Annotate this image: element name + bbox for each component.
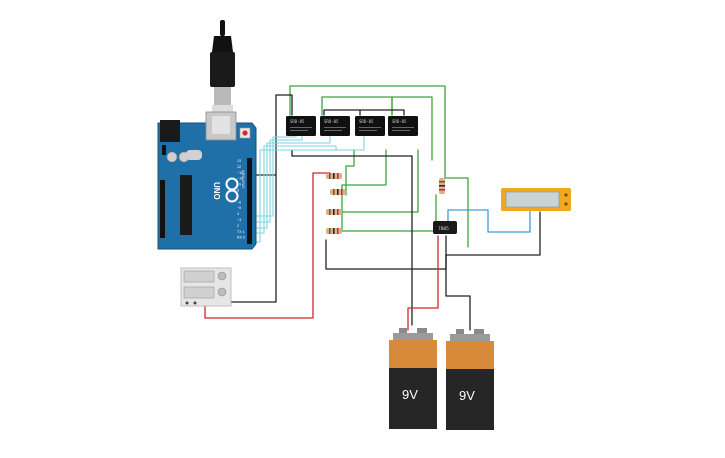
- wire-black[interactable]: [325, 239, 447, 270]
- lcd-display[interactable]: [501, 188, 571, 211]
- resistor[interactable]: [326, 173, 342, 179]
- switch-module[interactable]: [180, 267, 232, 307]
- atmega-chip-icon: [180, 175, 192, 235]
- wire-green[interactable]: [341, 149, 419, 231]
- pin-label: 4: [237, 212, 239, 216]
- wire-green[interactable]: [289, 85, 469, 248]
- wire-red[interactable]: [204, 172, 331, 319]
- resistor[interactable]: [439, 178, 445, 194]
- voltage-regulator[interactable]: 7805: [433, 221, 457, 234]
- battery-voltage-label: 9V: [402, 387, 418, 402]
- resistor[interactable]: [326, 209, 342, 215]
- wire-green[interactable]: [321, 96, 393, 116]
- wire-black[interactable]: [445, 235, 471, 331]
- pin-label: TX 1: [237, 230, 245, 234]
- relay-label: SRD-05: [359, 119, 374, 124]
- relay-module[interactable]: SRD-05: [355, 116, 385, 136]
- pin-label: ~11: [237, 171, 243, 175]
- pin-label: 2: [237, 224, 239, 228]
- wire-cyan[interactable]: [255, 129, 365, 243]
- wire-green[interactable]: [345, 149, 355, 196]
- wire-cyan[interactable]: [255, 145, 337, 234]
- wire-cyan[interactable]: [255, 129, 331, 229]
- digital-pin-labels: 13 12 ~11 ~10 ~9 87 ~6 ~5 4 ~3 2 TX 1 RX 0: [237, 159, 245, 240]
- pin-label: 12: [237, 165, 241, 169]
- wire-red[interactable]: [407, 235, 439, 331]
- resistor[interactable]: [326, 228, 342, 234]
- pin-label: 7: [237, 194, 239, 198]
- wire-black[interactable]: [209, 174, 277, 303]
- pin-label: ~10: [237, 177, 243, 181]
- battery-9v[interactable]: 9V: [389, 328, 437, 429]
- lcd-screen: [505, 191, 560, 208]
- relay-row: SRD-05 SRD-05 SRD-05 SRD-05: [286, 116, 418, 136]
- relay-module[interactable]: SRD-05: [320, 116, 350, 136]
- button-icon[interactable]: [217, 287, 227, 297]
- arduino-uno-board[interactable]: UNO ARDUINO 13 12 ~11 ~10 ~9 87 ~6 ~5 4 ~3 2 TX 1 RX…: [157, 111, 257, 250]
- usb-cable: [210, 20, 235, 113]
- wire-black[interactable]: [291, 149, 413, 326]
- pin-label: 13: [237, 159, 241, 163]
- wire-cyan[interactable]: [255, 129, 303, 223]
- wire-black[interactable]: [359, 109, 405, 116]
- relay-label: SRD-05: [324, 119, 339, 124]
- pin-label: RX 0: [237, 236, 245, 240]
- wire-green[interactable]: [341, 149, 387, 213]
- relay-module[interactable]: SRD-05: [286, 116, 316, 136]
- wire-black[interactable]: [255, 94, 293, 176]
- usb-plug-icon: [210, 52, 235, 87]
- pin-label: ~6: [237, 200, 241, 204]
- board-brand-label: ARDUINO: [241, 170, 246, 188]
- battery-voltage-label: 9V: [459, 388, 475, 403]
- pin-label: ~9: [237, 183, 241, 187]
- relay-label: SRD-05: [290, 119, 305, 124]
- relay-module[interactable]: SRD-05: [388, 116, 418, 136]
- board-model-label: UNO: [212, 182, 221, 200]
- wire-green[interactable]: [341, 194, 437, 232]
- pin-label: 8: [237, 189, 239, 193]
- wire-black[interactable]: [323, 109, 361, 116]
- wire-black[interactable]: [445, 211, 541, 256]
- wire-blue[interactable]: [447, 209, 531, 233]
- regulator-label: 7805: [438, 226, 449, 232]
- resistor[interactable]: [330, 189, 346, 195]
- button-icon[interactable]: [217, 271, 227, 281]
- relay-label: SRD-05: [392, 119, 407, 124]
- pin-label: ~5: [237, 206, 241, 210]
- wire-green[interactable]: [391, 96, 433, 161]
- battery-9v[interactable]: 9V: [446, 329, 494, 430]
- resistor-group: [326, 173, 445, 234]
- arduino-logo: UNO ARDUINO: [212, 170, 246, 203]
- pin-label: ~3: [237, 218, 241, 222]
